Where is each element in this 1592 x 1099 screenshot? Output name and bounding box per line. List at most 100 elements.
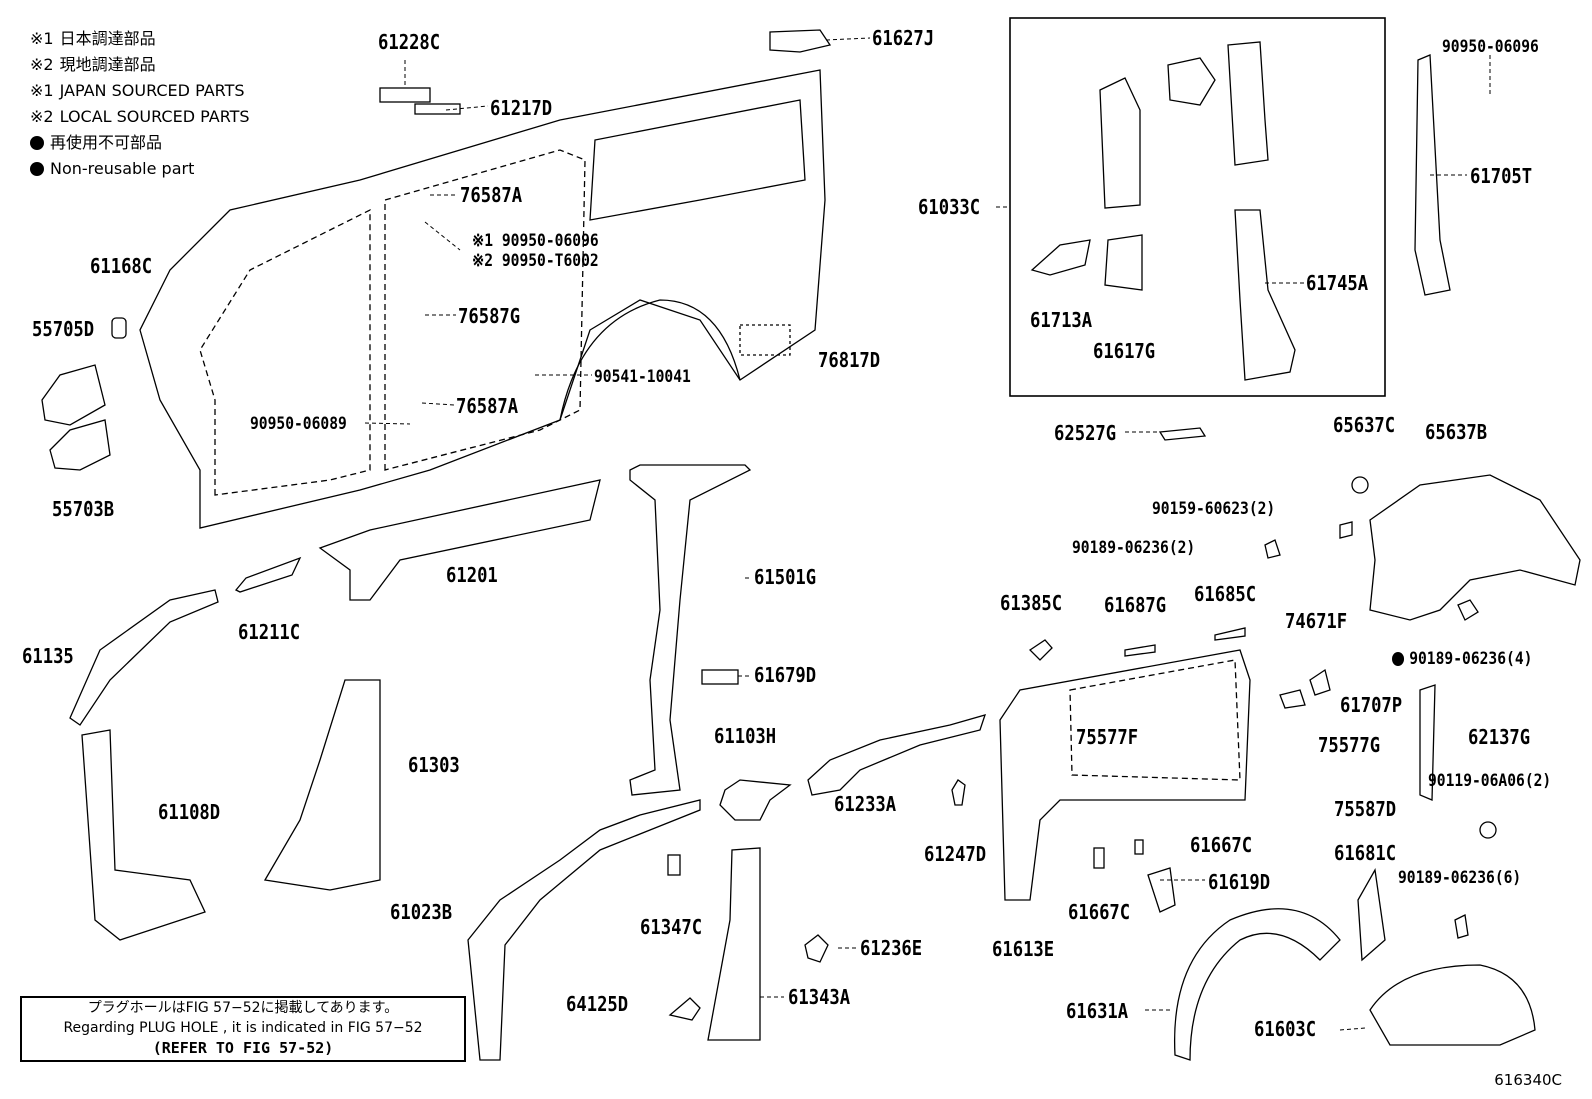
part-61103H-shape: [719, 779, 792, 821]
part-61236E-shape: [804, 934, 829, 963]
pillar-upper-a: [1099, 77, 1141, 209]
part-label[interactable]: 62527G: [1054, 421, 1117, 445]
front-door-opening: [199, 208, 371, 496]
legend-text: LOCAL SOURCED PARTS: [59, 107, 250, 126]
part-61211C-shape: [234, 556, 302, 593]
part-label[interactable]: 55703B: [52, 497, 115, 521]
part-label[interactable]: 61211C: [238, 620, 301, 644]
part-label[interactable]: 65637B: [1425, 420, 1488, 444]
part-61347C-shape: [667, 854, 681, 876]
part-label[interactable]: 61679D: [754, 663, 817, 687]
part-61023B-shape: [467, 799, 701, 1061]
legend-line: Non-reusable part: [30, 156, 250, 182]
part-61667C-b-shape: [1093, 847, 1105, 869]
part-label[interactable]: 61687G: [1104, 593, 1167, 617]
part-label[interactable]: 61103H: [714, 724, 777, 748]
part-label[interactable]: 75587D: [1334, 797, 1397, 821]
part-label[interactable]: 90189-06236(2): [1072, 538, 1196, 558]
part-61619D-shape: [1147, 867, 1176, 913]
legend-mark: ※1: [30, 29, 54, 48]
part-61679D-shape: [701, 669, 739, 685]
note-jp: プラグホールはFIG 57−52に掲載してあります。: [87, 1000, 399, 1016]
part-label[interactable]: 61217D: [490, 96, 553, 120]
part-label[interactable]: 61745A: [1306, 271, 1369, 295]
part-label[interactable]: 61667C: [1068, 900, 1131, 924]
part-label[interactable]: 90950-06089: [250, 414, 347, 434]
part-55703B-shape: [49, 419, 111, 471]
legend-line: ※2 LOCAL SOURCED PARTS: [30, 104, 250, 130]
part-label[interactable]: 61168C: [90, 254, 153, 278]
part-label[interactable]: 61023B: [390, 900, 453, 924]
part-label[interactable]: 61347C: [640, 915, 703, 939]
part-62137G-shape: [1419, 684, 1436, 801]
part-label[interactable]: 90159-60623(2): [1152, 499, 1276, 519]
part-label[interactable]: 61631A: [1066, 999, 1129, 1023]
legend-line: 再使用不可部品: [30, 130, 250, 156]
part-label[interactable]: 61667C: [1190, 833, 1253, 857]
pillar-upper-c: [1227, 41, 1269, 166]
part-label[interactable]: 76587A: [456, 394, 519, 418]
part-90189-shape: [1264, 539, 1281, 559]
part-61603C-shape: [1369, 964, 1536, 1046]
part-label[interactable]: 76587A: [460, 183, 523, 207]
part-label[interactable]: 61501G: [754, 565, 817, 589]
legend-mark: ※2: [30, 107, 54, 126]
part-label[interactable]: 55705D: [32, 317, 95, 341]
part-label[interactable]: 61247D: [924, 842, 987, 866]
part-label[interactable]: 90189-06236(4): [1409, 649, 1533, 669]
part-label[interactable]: 90119-06A06(2): [1428, 771, 1552, 791]
part-label[interactable]: 61617G: [1093, 339, 1156, 363]
part-label[interactable]: 90189-06236(6): [1398, 868, 1522, 888]
part-label[interactable]: 76817D: [818, 348, 881, 372]
part-61613E-shape: [999, 649, 1251, 901]
quarter-window: [589, 99, 806, 221]
part-label[interactable]: 61627J: [872, 26, 935, 50]
part-label[interactable]: 76587G: [458, 304, 521, 328]
bullet-icon: [1392, 652, 1405, 666]
note-ref: (REFER TO FIG 57-52): [152, 1039, 334, 1057]
part-label[interactable]: 61707P: [1340, 693, 1403, 717]
part-label[interactable]: 61681C: [1334, 841, 1397, 865]
part-label[interactable]: 61343A: [788, 985, 851, 1009]
part-61745A-shape: [1234, 209, 1296, 381]
part-90189-6-shape: [1454, 914, 1469, 939]
bullet-icon: [30, 162, 44, 176]
part-label[interactable]: 61033C: [918, 195, 981, 219]
part-label[interactable]: 61135: [22, 644, 74, 668]
part-label[interactable]: 64125D: [566, 992, 629, 1016]
part-label[interactable]: 74671F: [1285, 609, 1348, 633]
part-label[interactable]: 61713A: [1030, 308, 1093, 332]
part-label[interactable]: 61108D: [158, 800, 221, 824]
part-61168C-shape: [111, 317, 127, 339]
part-label[interactable]: 75577G: [1318, 733, 1381, 757]
legend-mark: ※2: [30, 55, 54, 74]
part-55705D-shape: [41, 364, 106, 426]
part-61667C-a-shape: [1134, 839, 1144, 855]
part-label[interactable]: 61228C: [378, 30, 441, 54]
part-label[interactable]: ※1 90950-06096: [472, 231, 599, 251]
part-label[interactable]: 61236E: [860, 936, 923, 960]
part-label[interactable]: 90541-10041: [594, 367, 691, 387]
part-label[interactable]: 61705T: [1470, 164, 1533, 188]
part-label[interactable]: 61685C: [1194, 582, 1257, 606]
legend-text: 現地調達部品: [59, 55, 156, 74]
note-en: Regarding PLUG HOLE , it is indicated in…: [63, 1020, 423, 1036]
part-label[interactable]: 90950-06096: [1442, 37, 1539, 57]
part-label[interactable]: 62137G: [1468, 725, 1531, 749]
part-label[interactable]: 61303: [408, 753, 460, 777]
part-label[interactable]: 65637C: [1333, 413, 1396, 437]
part-74671F-shape: [1309, 668, 1331, 696]
part-61201-shape: [318, 479, 601, 601]
part-label[interactable]: 61385C: [1000, 591, 1063, 615]
part-label[interactable]: 61613E: [992, 937, 1055, 961]
part-label[interactable]: 61201: [446, 563, 498, 587]
part-label[interactable]: 61603C: [1254, 1017, 1317, 1041]
part-label[interactable]: 75577F: [1076, 725, 1139, 749]
legend-text: Non-reusable part: [50, 159, 195, 178]
part-label[interactable]: 61619D: [1208, 870, 1271, 894]
part-label[interactable]: 61233A: [834, 792, 897, 816]
part-label[interactable]: ※2 90950-T6002: [472, 251, 599, 271]
part-label-nonreusable[interactable]: 90189-06236(4): [1392, 648, 1532, 670]
